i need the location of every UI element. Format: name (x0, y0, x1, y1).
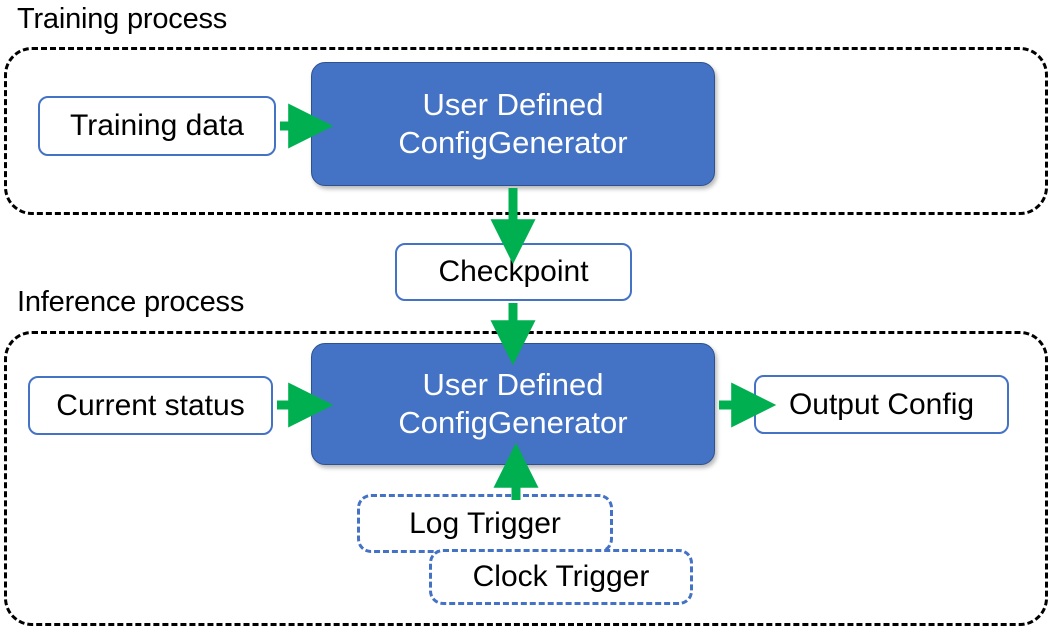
node-training-user-defined-configgenerator[interactable]: User Defined ConfigGenerator (311, 62, 715, 186)
node-infer-generator-label-line1: User Defined (422, 367, 604, 402)
node-train-generator-label-line1: User Defined (422, 87, 604, 122)
node-log-trigger-label: Log Trigger (409, 506, 561, 540)
node-output-config-label: Output Config (788, 387, 975, 421)
node-infer-generator-label-line2: ConfigGenerator (398, 405, 628, 440)
node-log-trigger[interactable]: Log Trigger (357, 494, 613, 553)
training-process-container (4, 47, 1048, 215)
node-output-config[interactable]: Output Config (754, 375, 1009, 434)
training-process-title: Training process (17, 3, 228, 35)
node-checkpoint-label: Checkpoint (438, 255, 589, 288)
node-checkpoint[interactable]: Checkpoint (395, 243, 632, 301)
node-current-status[interactable]: Current status (28, 376, 273, 435)
node-training-data-label: Training data (70, 109, 244, 142)
node-train-generator-text: User Defined ConfigGenerator (398, 86, 627, 162)
node-training-data[interactable]: Training data (38, 96, 276, 156)
node-inference-user-defined-configgenerator[interactable]: User Defined ConfigGenerator (311, 343, 715, 465)
inference-process-title: Inference process (17, 286, 245, 318)
node-infer-generator-text: User Defined ConfigGenerator (398, 366, 627, 442)
node-clock-trigger-label: Clock Trigger (472, 560, 650, 593)
node-train-generator-label-line2: ConfigGenerator (398, 125, 628, 160)
node-current-status-label: Current status (56, 388, 245, 422)
node-clock-trigger[interactable]: Clock Trigger (429, 549, 693, 605)
